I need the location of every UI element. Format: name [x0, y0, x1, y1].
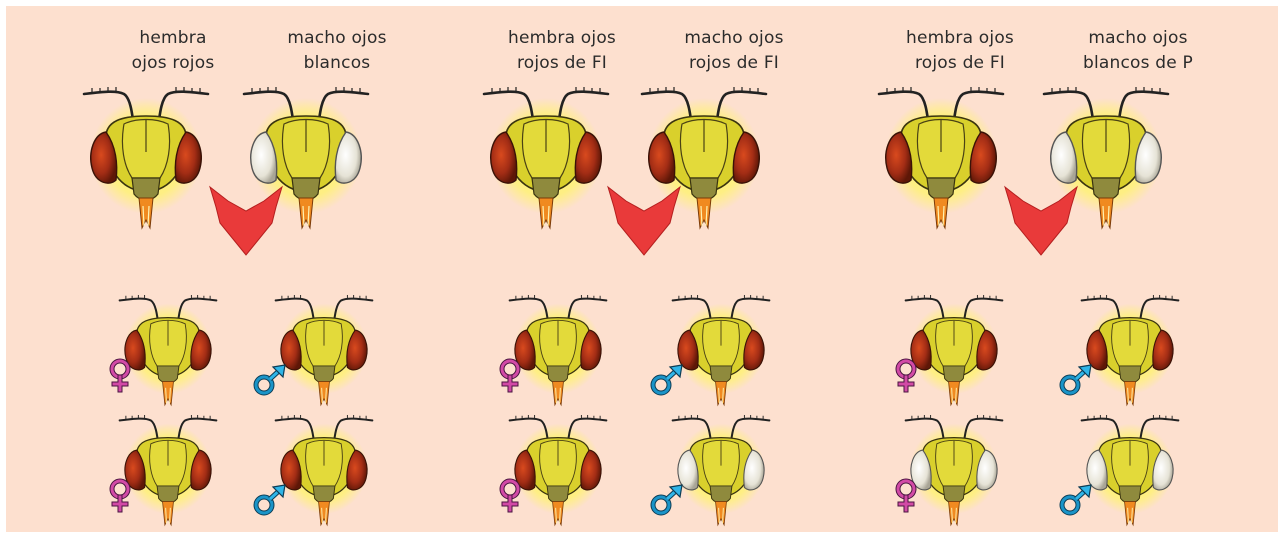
- female-symbol-icon: [898, 361, 914, 390]
- parent-fly-female: [84, 87, 208, 228]
- offspring-fly-female: [510, 415, 607, 525]
- female-symbol-icon: [112, 481, 128, 510]
- male-symbol-icon: [256, 365, 285, 393]
- female-symbol-icon: [502, 361, 518, 390]
- parent-label-cross1-female: hembra ojos rojos: [103, 26, 243, 76]
- diagram-panel: hembra ojos rojos macho ojos blancos hem…: [6, 6, 1278, 532]
- parent-fly-female: [879, 87, 1003, 228]
- male-symbol-icon: [1062, 365, 1091, 393]
- fly-cross-diagram: [6, 6, 1278, 532]
- offspring-fly-male: [1082, 295, 1179, 405]
- cross-arrow-icon: [608, 187, 680, 255]
- male-symbol-icon: [256, 485, 285, 513]
- offspring-fly-male: [673, 295, 770, 405]
- male-symbol-icon: [1062, 485, 1091, 513]
- diagram-drawing: [84, 87, 1178, 525]
- parent-label-cross1-male: macho ojos blancos: [267, 26, 407, 76]
- cross-arrow-icon: [1005, 187, 1077, 255]
- male-symbol-icon: [653, 365, 682, 393]
- parent-label-cross2-female: hembra ojos rojos de FI: [492, 26, 632, 76]
- offspring-fly-female: [906, 295, 1003, 405]
- offspring-fly-female: [510, 295, 607, 405]
- offspring-fly-male: [673, 415, 770, 525]
- parent-label-cross2-male: macho ojos rojos de FI: [664, 26, 804, 76]
- female-symbol-icon: [898, 481, 914, 510]
- female-symbol-icon: [502, 481, 518, 510]
- parent-fly-female: [484, 87, 608, 228]
- male-symbol-icon: [653, 485, 682, 513]
- female-symbol-icon: [112, 361, 128, 390]
- parent-label-cross3-female: hembra ojos rojos de FI: [890, 26, 1030, 76]
- offspring-fly-male: [1082, 415, 1179, 525]
- offspring-fly-female: [906, 415, 1003, 525]
- offspring-fly-female: [120, 295, 217, 405]
- parent-label-cross3-male: macho ojos blancos de P: [1068, 26, 1208, 76]
- offspring-fly-female: [120, 415, 217, 525]
- cross-arrow-icon: [210, 187, 282, 255]
- offspring-fly-male: [276, 295, 373, 405]
- offspring-fly-male: [276, 415, 373, 525]
